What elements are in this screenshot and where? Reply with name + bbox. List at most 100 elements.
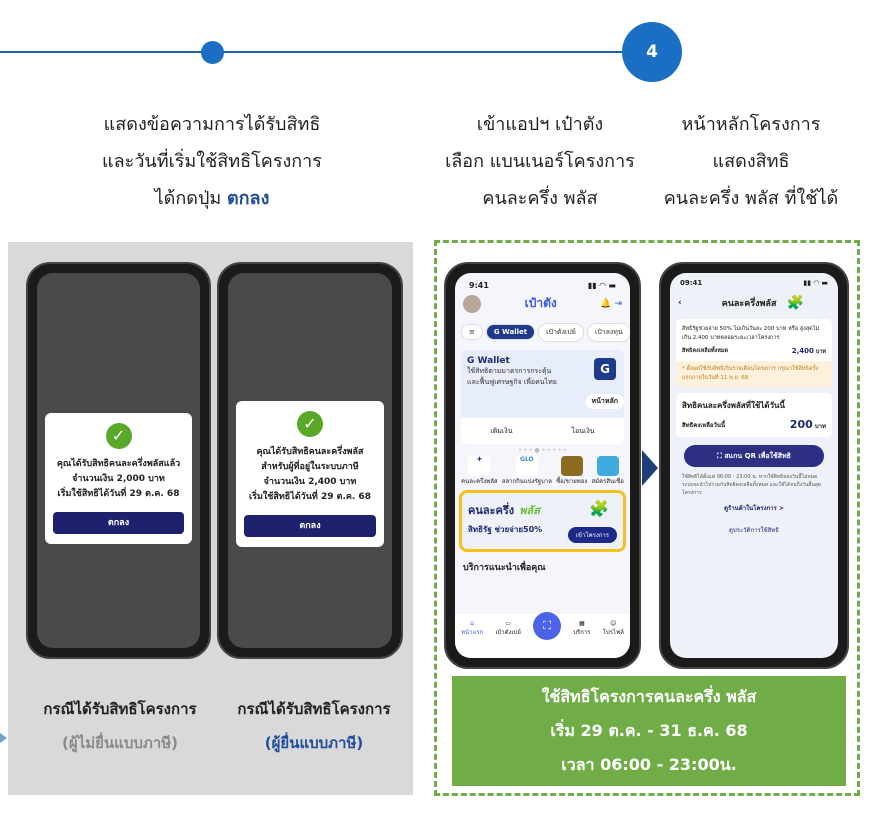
- ok-button[interactable]: ตกลง: [53, 512, 184, 534]
- shortcut-label: สมัครสินเชื่อ: [591, 478, 624, 485]
- timeline-dot: [201, 41, 224, 64]
- nav-profile[interactable]: ☺โปรไฟล์: [602, 620, 624, 636]
- caption-sub: (ผู้ไม่ยื่นแบบภาษี): [62, 734, 178, 752]
- next-arrow-icon: [642, 450, 658, 486]
- g-wallet-card[interactable]: G Wallet ใช้สิทธิตามมาตรการกระตุ้น และฟื…: [461, 350, 624, 444]
- nav-services[interactable]: ▦บริการ: [573, 620, 591, 636]
- currency: บาท: [815, 349, 826, 355]
- wallet-title: G Wallet: [467, 356, 510, 366]
- status-time: 9:41: [469, 281, 489, 290]
- heading-line: คนละครึ่ง พลัส: [482, 188, 598, 209]
- page-title: คนละครึ่งพลัส: [721, 299, 777, 309]
- banner-title: คนละครึ่ง: [468, 504, 515, 517]
- summary-line: เวลา 06:00 - 23:00น.: [561, 755, 737, 774]
- caption-taxpayer: กรณีได้รับสิทธิโครงการ (ผู้ยื่นแบบภาษี): [214, 692, 414, 760]
- heading-line: และวันที่เริ่มใช้สิทธิโครงการ: [102, 151, 322, 172]
- shortcut-label: ซื้อ/ขายทอง: [556, 478, 588, 485]
- shortcut-gold[interactable]: ซื้อ/ขายทอง: [556, 456, 587, 486]
- shortcut-khonlakrueng[interactable]: ✚คนละครึ่งพลัส: [461, 456, 498, 485]
- today-card: สิทธิคนละครึ่งพลัสที่ใช้ได้วันนี้ สิทธิค…: [676, 393, 832, 437]
- tab-g-wallet[interactable]: G Wallet: [485, 324, 536, 340]
- nav-pay[interactable]: ▭เป๋าตังเปย์: [495, 620, 521, 636]
- heading-line: เข้าแอปฯ เป๋าตัง: [476, 114, 604, 135]
- carousel-dots: • • • ● • • • • •: [518, 447, 567, 454]
- khonlakrueng-banner[interactable]: คนละครึ่ง พลัส สิทธิรัฐ ช่วยจ่าย50% 🧩 เข…: [459, 490, 626, 552]
- right-panel: [434, 240, 860, 796]
- tab-paotang-pay[interactable]: เป๋าตังเปย์: [538, 323, 584, 342]
- dialog-text: เริ่มใช้สิทธิได้วันที่ 29 ต.ค. 68: [57, 489, 180, 499]
- shortcut-label: คนละครึ่งพลัส: [461, 478, 498, 485]
- heading-col1: แสดงข้อความการได้รับสิทธิ และวันที่เริ่ม…: [62, 106, 362, 217]
- notice-text: * ตั้งแต่ใช้กับสิทธิเกินรายเดือนโครงการ …: [676, 361, 832, 387]
- nav-label: บริการ: [573, 629, 591, 636]
- info-card: สิทธิรัฐช่วยจ่าย 50% ไม่เกินวันละ 200 บา…: [676, 319, 832, 387]
- heading-line: เลือก แบนเนอร์โครงการ: [445, 151, 635, 172]
- menu-icon[interactable]: ≡: [461, 324, 483, 340]
- today-title: สิทธิคนละครึ่งพลัสที่ใช้ได้วันนี้: [682, 401, 785, 410]
- scan-button[interactable]: ⛶: [533, 612, 562, 640]
- banner-plus: พลัส: [519, 504, 540, 517]
- shortcut-loan[interactable]: สมัครสินเชื่อ: [592, 456, 624, 486]
- back-icon[interactable]: ‹: [678, 298, 682, 308]
- puzzle-heart-icon: 🧩: [589, 499, 609, 518]
- scan-qr-button[interactable]: ⛶ สแกน QR เพื่อใช้สิทธิ: [684, 445, 824, 467]
- heading-col2: เข้าแอปฯ เป๋าตัง เลือก แบนเนอร์โครงการ ค…: [420, 106, 660, 217]
- phone-project-page: 09:41 ▮▮ ◠ ▬ ‹ คนละครึ่งพลัส 🧩 สิทธิรัฐช่…: [659, 262, 849, 669]
- confirm-dialog: ✓ คุณได้รับสิทธิคนละครึ่งพลัสแล้ว จำนวนเ…: [45, 413, 192, 544]
- dialog-text: คุณได้รับสิทธิคนละครึ่งพลัส: [256, 447, 364, 457]
- today-value: 200: [789, 418, 813, 431]
- shops-link[interactable]: ดูร้านค้าในโครงการ >: [724, 505, 784, 512]
- heading-line: แสดงสิทธิ: [712, 151, 790, 172]
- heading-line: ได้กดปุ่ม: [154, 188, 222, 209]
- transfer-button[interactable]: โอนเงิน: [571, 426, 595, 435]
- timeline-line: [0, 51, 640, 53]
- tab-invest[interactable]: เป๋าลงทุน: [586, 323, 630, 342]
- join-project-button[interactable]: เข้าโครงการ: [567, 527, 617, 543]
- scan-label: สแกน QR เพื่อใช้สิทธิ: [724, 452, 791, 460]
- check-icon: ✓: [297, 411, 323, 437]
- nav-label: หน้าแรก: [461, 629, 484, 636]
- heading-line: แสดงข้อความการได้รับสิทธิ: [103, 114, 321, 135]
- today-label: สิทธิคงเหลือวันนี้: [682, 421, 726, 429]
- currency: บาท: [814, 423, 826, 430]
- summary-line: ใช้สิทธิโครงการคนละครึ่ง พลัส: [541, 687, 757, 706]
- nav-home[interactable]: ⌂หน้าแรก: [461, 620, 484, 636]
- ok-button[interactable]: ตกลง: [244, 515, 376, 537]
- dialog-text: จำนวนเงิน 2,400 บาท: [263, 477, 357, 487]
- bell-logout-icons[interactable]: 🔔 ⇥: [600, 298, 622, 309]
- topup-button[interactable]: เติมเงิน: [490, 426, 513, 435]
- puzzle-heart-icon: 🧩: [786, 295, 804, 311]
- dialog-text: จำนวนเงิน 2,000 บาท: [72, 474, 165, 484]
- info-text: สิทธิรัฐช่วยจ่าย 50% ไม่เกินวันละ 200 บา…: [682, 326, 820, 341]
- nav-label: โปรไฟล์: [602, 629, 624, 636]
- dialog-text: เริ่มใช้สิทธิได้วันที่ 29 ต.ค. 68: [249, 492, 371, 502]
- remaining-total-label: สิทธิคงเหลือทั้งหมด: [682, 348, 729, 354]
- history-link[interactable]: ดูประวัติการใช้สิทธิ: [729, 527, 779, 534]
- hours-note: ใช้สิทธิได้ตั้งแต่ 06:00 - 23:00 น. หากใ…: [682, 474, 822, 496]
- heading-highlight: ตกลง: [226, 188, 270, 209]
- heading-line: คนละครึ่ง พลัส ที่ใช้ได้: [663, 188, 839, 209]
- wallet-desc: และฟื้นฟูเศรษฐกิจ เพื่อคนไทย: [467, 378, 557, 386]
- dialog-text: คุณได้รับสิทธิคนละครึ่งพลัสแล้ว: [56, 459, 181, 469]
- caption-sub: (ผู้ยื่นแบบภาษี): [264, 734, 364, 752]
- signal-battery-icon: ▮▮ ◠ ▬: [803, 279, 828, 287]
- caption-line: กรณีได้รับสิทธิโครงการ: [237, 700, 391, 718]
- shortcut-label: สลากกินแบ่งรัฐบาล: [501, 478, 552, 485]
- nav-label: เป๋าตังเปย์: [495, 629, 521, 636]
- g-logo-icon: G: [594, 358, 616, 380]
- wallet-home-button[interactable]: หน้าหลัก: [585, 394, 624, 409]
- app-title: เป๋าตัง: [524, 296, 557, 310]
- summary-line: เริ่ม 29 ต.ค. - 31 ธ.ค. 68: [550, 721, 748, 740]
- signal-battery-icon: ▮▮ ◠ ▬: [587, 281, 616, 290]
- status-time: 09:41: [680, 279, 703, 287]
- phone-non-taxpayer: ✓ คุณได้รับสิทธิคนละครึ่งพลัสแล้ว จำนวนเ…: [26, 262, 211, 659]
- caption-line: กรณีได้รับสิทธิโครงการ: [43, 700, 197, 718]
- banner-sub: สิทธิรัฐ ช่วยจ่าย50%: [468, 525, 543, 534]
- arrow-icon: [0, 733, 7, 743]
- confirm-dialog: ✓ คุณได้รับสิทธิคนละครึ่งพลัส สำหรับผู้ท…: [236, 401, 384, 547]
- avatar[interactable]: [463, 294, 481, 313]
- heading-line: หน้าหลักโครงการ: [681, 114, 821, 135]
- section-title: บริการแนะนำเพื่อคุณ: [463, 563, 546, 573]
